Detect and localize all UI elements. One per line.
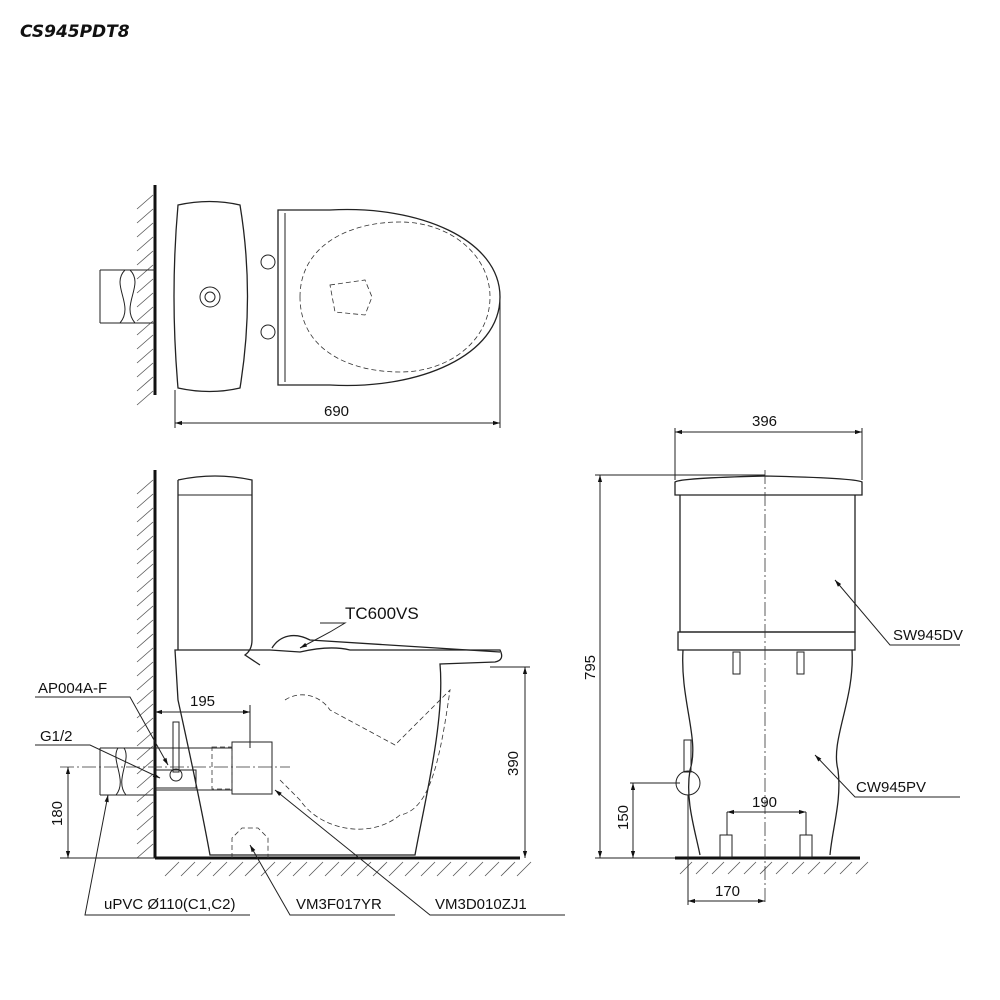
valve-label: AP004A-F [38, 680, 107, 697]
floor-fixing [231, 827, 269, 858]
flush-button-icon [199, 286, 221, 308]
inlet-height-dim: 180 [49, 801, 66, 826]
floor-fixing-label: VM3F017YR [296, 896, 382, 913]
inlet-pipe [99, 747, 155, 796]
bowl-side [174, 647, 503, 856]
outlet-connector-label: VM3D010ZJ1 [435, 896, 527, 913]
bowl-label: CW945PV [856, 779, 926, 796]
seat-side [271, 634, 501, 653]
bowl-rim [299, 221, 491, 373]
wall-to-outlet-dim: 195 [190, 693, 215, 710]
wall-hatching [136, 194, 154, 406]
outlet-height-dim: 390 [505, 751, 522, 776]
bowl-front [682, 649, 853, 856]
trapway [279, 688, 451, 830]
wall-hatching [136, 479, 532, 877]
model-title: CS945PDT8 [20, 22, 130, 42]
tank-lid [674, 475, 863, 496]
outlet-connector [231, 741, 273, 795]
front-inlet-height-dim: 150 [615, 805, 632, 830]
side-view [35, 470, 565, 916]
bolt-spacing-dim: 190 [752, 794, 777, 811]
front-view [595, 428, 960, 905]
angle-valve [155, 769, 197, 789]
top-view [99, 185, 501, 428]
pipe-label: uPVC Ø110(C1,C2) [104, 896, 235, 913]
seat-label: TC600VS [345, 604, 419, 623]
seat-top [277, 208, 501, 387]
front-width-dim: 396 [752, 413, 777, 430]
floor-hatching [679, 861, 869, 875]
total-height-dim: 795 [582, 655, 599, 680]
seat-front [677, 631, 856, 651]
thread-label: G1/2 [40, 728, 73, 745]
drain-pipe [99, 269, 155, 324]
tank-top [173, 200, 249, 393]
valve-stem [172, 721, 180, 773]
top-width-dim: 690 [324, 403, 349, 420]
tank-front [679, 495, 856, 633]
inlet-offset-dim: 170 [715, 883, 740, 900]
tank-label: SW945DV [893, 627, 963, 644]
tank-side [177, 475, 261, 666]
